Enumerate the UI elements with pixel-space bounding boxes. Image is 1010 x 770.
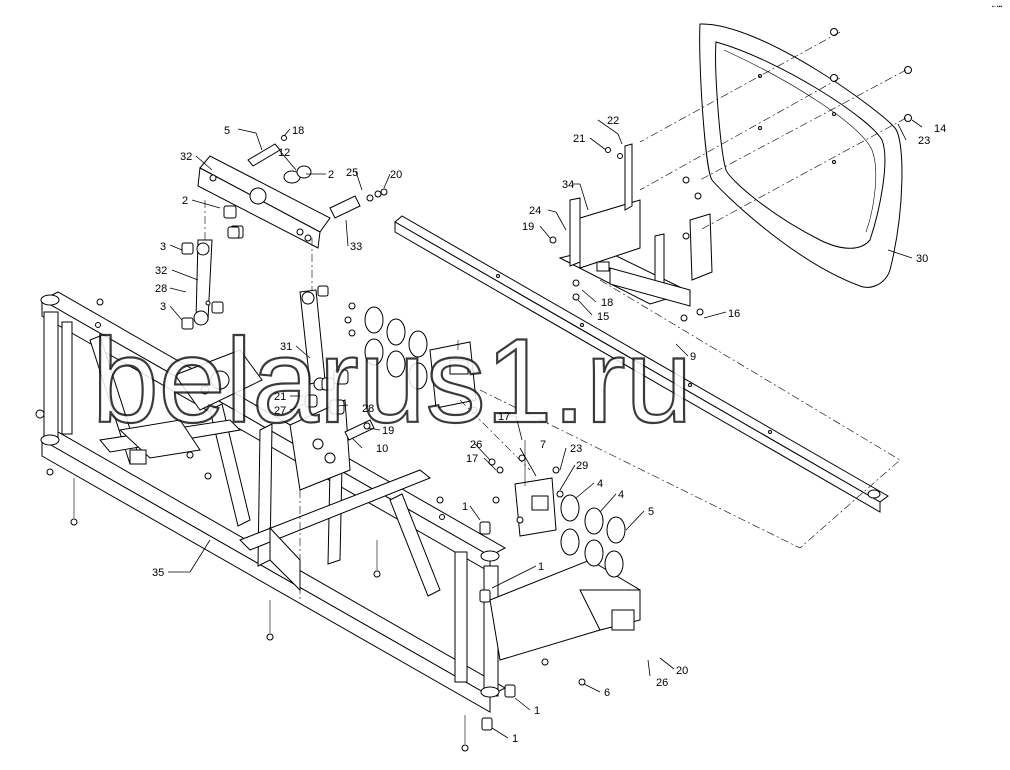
callout-label: 6 <box>604 687 610 699</box>
mirror-frame <box>699 23 912 288</box>
callout-label: 28 <box>362 403 374 415</box>
callout-label: 24 <box>529 205 541 217</box>
callout-label: 2 <box>328 169 334 181</box>
callout-label: 35 <box>152 567 164 579</box>
callout-label: 28 <box>155 283 167 295</box>
callout-label: 3 <box>160 301 166 313</box>
bushings <box>479 521 516 731</box>
callout-label: 32 <box>155 265 167 277</box>
link-arms <box>181 226 375 441</box>
callout-label: 4 <box>597 478 603 490</box>
callout-labels: 5 18 12 2 32 2 3 32 28 3 25 20 33 31 21 … <box>152 115 946 745</box>
corner-mark: ▪▫ ▪▪▪ <box>992 4 1002 10</box>
callout-label: 18 <box>601 297 613 309</box>
callout-label: 34 <box>562 179 574 191</box>
callout-label: 20 <box>676 665 688 677</box>
callout-label: 1 <box>462 501 468 513</box>
callout-label: 5 <box>648 506 654 518</box>
callout-label: 1 <box>534 705 540 717</box>
callout-label: 19 <box>522 221 534 233</box>
callout-label: 23 <box>918 135 930 147</box>
assembly-lines <box>204 31 907 600</box>
watermark-text: belarus1.ru <box>92 314 692 448</box>
long-bar <box>394 215 889 513</box>
callout-label: 26 <box>470 439 482 451</box>
callout-label: 16 <box>728 308 740 320</box>
callout-label: 5 <box>224 125 230 137</box>
callout-label: 2 <box>182 195 188 207</box>
callout-label: 1 <box>512 733 518 745</box>
callout-label: 17 <box>466 453 478 465</box>
callout-label: 22 <box>607 115 619 127</box>
callout-label: 20 <box>390 169 402 181</box>
callout-label: 10 <box>376 443 388 455</box>
callout-label: 21 <box>573 133 585 145</box>
mid-clamp <box>429 340 564 537</box>
callout-label: 18 <box>292 125 304 137</box>
callout-label: 14 <box>934 123 946 135</box>
callout-label: 9 <box>690 351 696 363</box>
callout-label: 3 <box>160 241 166 253</box>
callout-label: 26 <box>656 677 668 689</box>
rubber-buffers <box>344 302 626 578</box>
main-frame <box>35 291 641 752</box>
callout-label: 7 <box>540 439 546 451</box>
callout-label: 4 <box>618 489 624 501</box>
callout-label: 32 <box>180 151 192 163</box>
callout-label: 31 <box>280 341 292 353</box>
callout-label: 23 <box>570 443 582 455</box>
callout-label: 21 <box>274 391 286 403</box>
callout-label: 19 <box>382 425 394 437</box>
callout-label: 30 <box>916 253 928 265</box>
callout-label: 29 <box>576 460 588 472</box>
callout-label: 25 <box>346 167 358 179</box>
callout-label: 12 <box>278 147 290 159</box>
bracket <box>549 143 713 322</box>
upper-beam <box>197 135 388 249</box>
callout-label: 1 <box>538 561 544 573</box>
callout-label: 27 <box>274 405 286 417</box>
callout-label: 15 <box>597 311 609 323</box>
callout-label: 33 <box>350 241 362 253</box>
callout-label: 17 <box>498 411 510 423</box>
leader-lines <box>168 119 923 739</box>
